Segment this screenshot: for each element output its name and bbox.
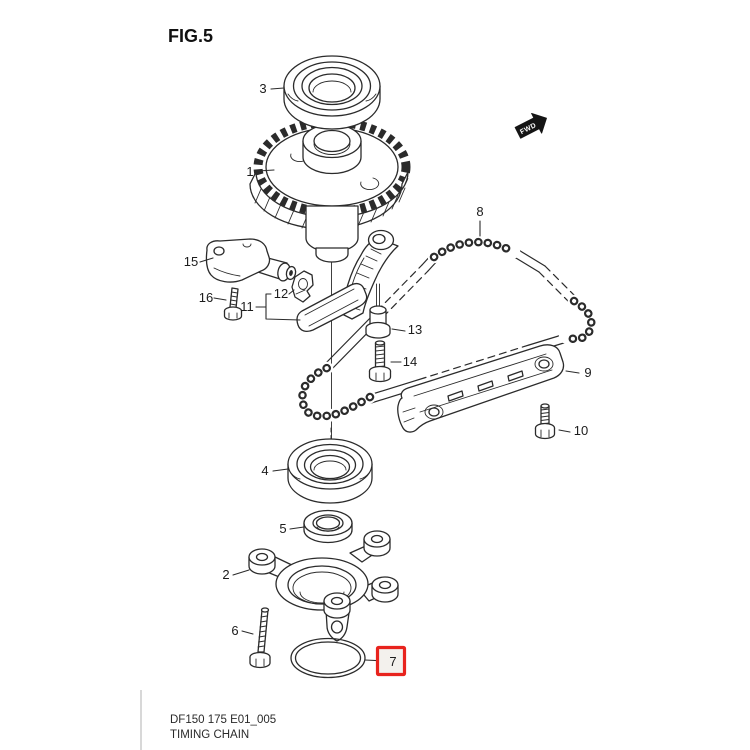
figure-title: FIG.5 — [168, 26, 213, 46]
chain-guide-rail — [397, 344, 565, 433]
callout-5[interactable]: 5 — [279, 521, 286, 536]
callout-2[interactable]: 2 — [222, 567, 229, 582]
callout-16[interactable]: 16 — [199, 290, 213, 305]
callout-7-highlighted[interactable]: 7 — [389, 654, 396, 669]
footer-section-title: TIMING CHAIN — [170, 729, 249, 741]
callout-14[interactable]: 14 — [403, 354, 417, 369]
exploded-view-drawing — [205, 55, 598, 679]
spacer-collar — [365, 283, 391, 339]
housing-boss — [363, 530, 391, 557]
footer: DF150 175 E01_005 TIMING CHAIN — [140, 690, 276, 750]
footer-doc-code: DF150 175 E01_005 — [170, 714, 276, 726]
housing-boss — [323, 592, 351, 619]
callout-8[interactable]: 8 — [476, 204, 483, 219]
callout-6[interactable]: 6 — [231, 623, 238, 638]
callout-4[interactable]: 4 — [261, 463, 268, 478]
fwd-arrow-icon — [514, 112, 547, 139]
callout-labels: 1 2 3 4 5 6 7 8 9 10 11 12 13 14 15 16 — [184, 81, 592, 677]
housing-bolt — [249, 607, 271, 669]
callout-10[interactable]: 10 — [574, 423, 588, 438]
callout-3[interactable]: 3 — [259, 81, 266, 96]
rail-bolt — [534, 403, 556, 440]
callout-15[interactable]: 15 — [184, 254, 198, 269]
o-ring — [290, 637, 366, 679]
callout-9[interactable]: 9 — [584, 365, 591, 380]
chain-tensioner — [205, 238, 297, 283]
tensioner-bolt — [223, 287, 243, 321]
callout-12[interactable]: 12 — [274, 286, 288, 301]
oil-seal — [303, 509, 353, 544]
timing-chain — [296, 235, 598, 442]
guide-bolt — [368, 340, 392, 383]
lower-bearing — [287, 438, 373, 504]
chain-guide-strip — [296, 282, 368, 332]
callout-11[interactable]: 11 — [240, 299, 254, 314]
housing-boss — [371, 576, 399, 603]
callout-1[interactable]: 1 — [246, 164, 253, 179]
housing-boss — [248, 548, 276, 575]
bearing-housing — [248, 530, 399, 642]
upper-bearing — [283, 55, 381, 130]
chain-guide-clip — [291, 270, 314, 303]
callout-13[interactable]: 13 — [408, 322, 422, 337]
fwd-direction-badge: FWD — [514, 112, 547, 139]
highlight-box[interactable] — [375, 645, 407, 677]
